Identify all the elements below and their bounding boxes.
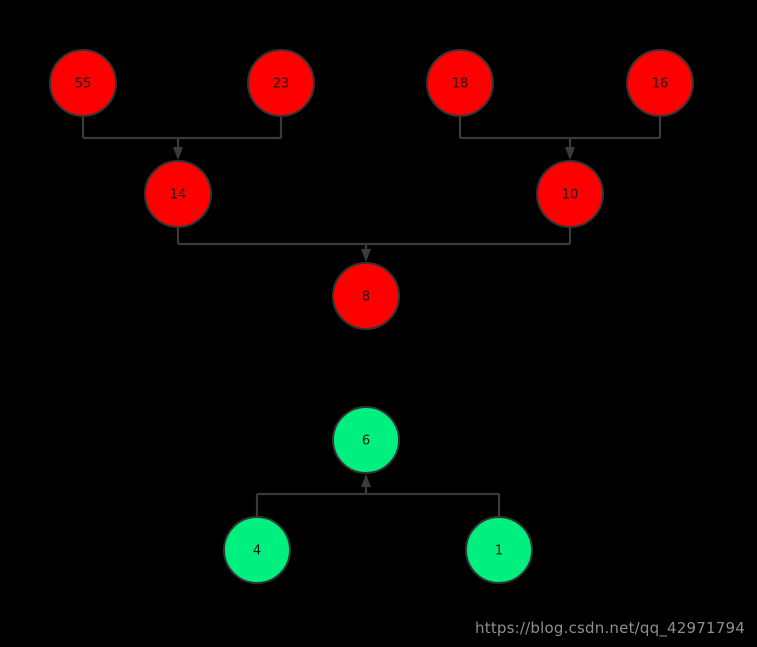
node-label-14: 14 xyxy=(170,188,187,203)
node-circle-1[interactable] xyxy=(465,516,533,584)
node-circle-23[interactable] xyxy=(247,49,315,117)
watermark-text: https://blog.csdn.net/qq_42971794 xyxy=(475,619,745,637)
node-circle-4[interactable] xyxy=(223,516,291,584)
edge-layer xyxy=(81,116,662,517)
tree-node-16[interactable]: 16 xyxy=(626,49,694,117)
tree-node-23[interactable]: 23 xyxy=(247,49,315,117)
node-label-8: 8 xyxy=(362,290,370,305)
node-circle-10[interactable] xyxy=(536,160,604,228)
node-layer: 55 23 18 16 14 10 8 6 4 1 xyxy=(49,49,694,584)
tree-node-55[interactable]: 55 xyxy=(49,49,117,117)
node-label-18: 18 xyxy=(452,77,469,92)
node-circle-16[interactable] xyxy=(626,49,694,117)
tree-node-18[interactable]: 18 xyxy=(426,49,494,117)
tree-node-8[interactable]: 8 xyxy=(332,262,400,330)
node-circle-6[interactable] xyxy=(332,406,400,474)
node-label-1: 1 xyxy=(495,544,503,559)
node-label-23: 23 xyxy=(273,77,290,92)
node-circle-18[interactable] xyxy=(426,49,494,117)
tree-node-4[interactable]: 4 xyxy=(223,516,291,584)
tree-edge xyxy=(176,227,572,262)
tree-edge xyxy=(81,116,283,160)
node-label-16: 16 xyxy=(652,77,669,92)
tree-node-10[interactable]: 10 xyxy=(536,160,604,228)
node-label-4: 4 xyxy=(253,544,261,559)
node-circle-55[interactable] xyxy=(49,49,117,117)
tree-node-6[interactable]: 6 xyxy=(332,406,400,474)
node-circle-8[interactable] xyxy=(332,262,400,330)
node-circle-14[interactable] xyxy=(144,160,212,228)
tree-node-1[interactable]: 1 xyxy=(465,516,533,584)
node-label-10: 10 xyxy=(562,188,579,203)
node-label-6: 6 xyxy=(362,434,370,449)
tree-edge xyxy=(255,474,501,517)
tree-edge xyxy=(458,116,662,160)
node-label-55: 55 xyxy=(75,77,92,92)
tree-node-14[interactable]: 14 xyxy=(144,160,212,228)
